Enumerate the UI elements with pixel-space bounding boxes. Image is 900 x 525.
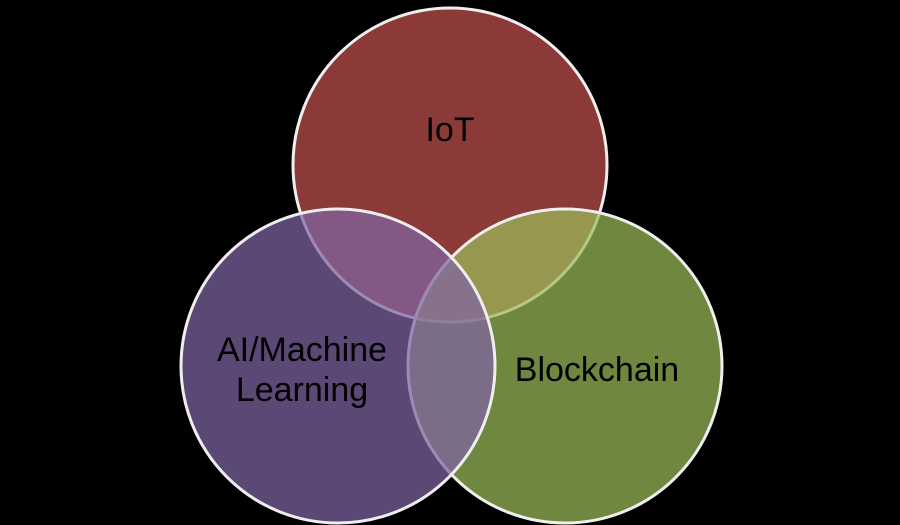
- venn-circles: [179, 6, 724, 525]
- venn-label-blockchain: Blockchain: [515, 351, 679, 389]
- venn-label-line: IoT: [425, 111, 474, 149]
- venn-label-line: AI/Machine: [217, 331, 387, 369]
- venn-label-line: Learning: [236, 371, 368, 409]
- venn-label-iot: IoT: [425, 111, 474, 149]
- venn-label-line: Blockchain: [515, 351, 679, 389]
- venn-circle-ai: [179, 207, 497, 525]
